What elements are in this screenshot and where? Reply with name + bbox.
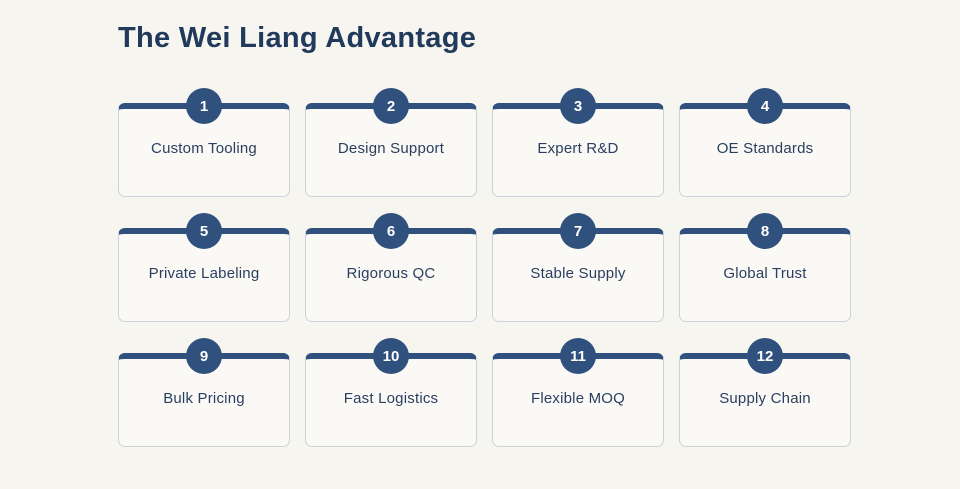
card-number: 1: [199, 97, 209, 115]
card-label: Custom Tooling: [151, 140, 257, 157]
card-number: 9: [199, 347, 209, 365]
advantage-card: 4 OE Standards: [679, 88, 851, 197]
card-number: 11: [570, 347, 586, 365]
number-badge: 10: [373, 338, 409, 374]
advantage-card: 12 Supply Chain: [679, 338, 851, 447]
card-label: Fast Logistics: [343, 390, 439, 407]
number-badge: 9: [186, 338, 222, 374]
advantage-grid: 1 Custom Tooling 2 Design Support 3 Expe…: [118, 88, 854, 447]
number-badge: 5: [186, 213, 222, 249]
card-label: Rigorous QC: [346, 265, 436, 282]
card-label: Supply Chain: [719, 390, 811, 407]
advantage-card: 6 Rigorous QC: [305, 213, 477, 322]
card-number: 10: [382, 347, 400, 365]
advantage-card: 2 Design Support: [305, 88, 477, 197]
card-number: 4: [760, 97, 770, 115]
card-number: 5: [199, 222, 209, 240]
card-label: Expert R&D: [537, 140, 619, 157]
card-label: OE Standards: [716, 140, 814, 157]
advantage-card: 11 Flexible MOQ: [492, 338, 664, 447]
number-badge: 4: [747, 88, 783, 124]
card-number: 12: [756, 347, 774, 365]
card-label: Bulk Pricing: [163, 390, 245, 407]
card-label: Private Labeling: [148, 265, 260, 282]
number-badge: 6: [373, 213, 409, 249]
card-number: 7: [573, 222, 583, 240]
card-number: 6: [386, 222, 396, 240]
advantage-card: 5 Private Labeling: [118, 213, 290, 322]
number-badge: 8: [747, 213, 783, 249]
card-number: 2: [386, 97, 396, 115]
card-label: Flexible MOQ: [530, 390, 626, 407]
advantage-card: 7 Stable Supply: [492, 213, 664, 322]
number-badge: 11: [560, 338, 596, 374]
card-label: Stable Supply: [530, 265, 626, 282]
advantage-card: 10 Fast Logistics: [305, 338, 477, 447]
advantage-card: 1 Custom Tooling: [118, 88, 290, 197]
advantage-card: 9 Bulk Pricing: [118, 338, 290, 447]
advantage-card: 8 Global Trust: [679, 213, 851, 322]
number-badge: 7: [560, 213, 596, 249]
card-number: 3: [573, 97, 583, 115]
card-number: 8: [760, 222, 770, 240]
page-title: The Wei Liang Advantage: [118, 22, 477, 54]
number-badge: 2: [373, 88, 409, 124]
card-label: Global Trust: [723, 265, 807, 282]
number-badge: 3: [560, 88, 596, 124]
number-badge: 12: [747, 338, 783, 374]
card-label: Design Support: [337, 140, 445, 157]
number-badge: 1: [186, 88, 222, 124]
advantage-card: 3 Expert R&D: [492, 88, 664, 197]
